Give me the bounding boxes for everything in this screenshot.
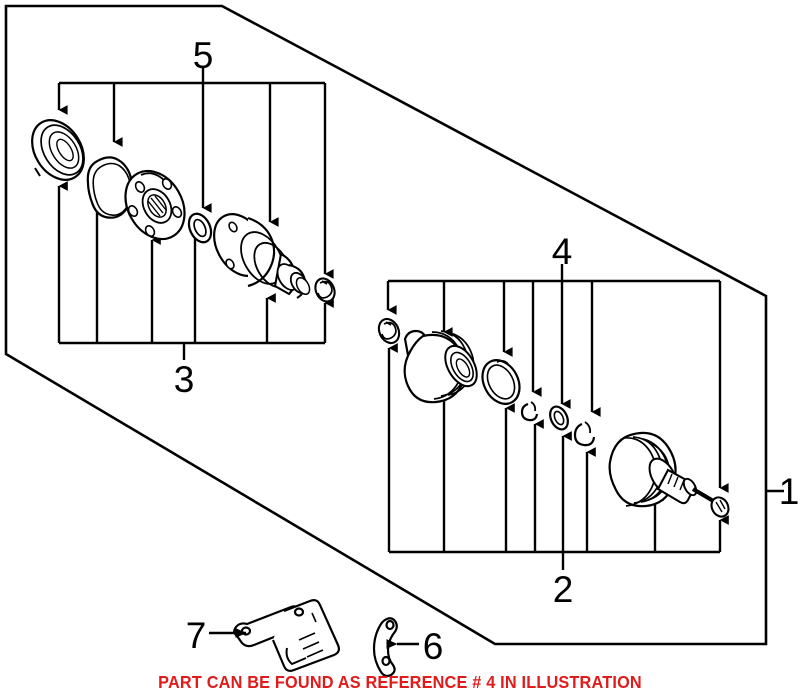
part-mounting-bracket xyxy=(233,599,340,672)
right-group-top-bracket xyxy=(386,264,729,493)
callout-label-5: 5 xyxy=(193,35,214,76)
left-group-bottom-bracket xyxy=(57,181,334,360)
callout-label-4: 4 xyxy=(552,231,573,272)
left-group-top-bracket xyxy=(57,66,334,279)
callout-label-1: 1 xyxy=(779,471,800,512)
callout-label-6: 6 xyxy=(423,626,444,667)
outer-frame xyxy=(4,4,768,646)
part-boot-clamp-large xyxy=(481,359,521,405)
part-snap-ring xyxy=(520,401,539,422)
callout-label-3: 3 xyxy=(174,359,195,400)
part-boot-clamp-small xyxy=(573,421,596,447)
part-flange-hub xyxy=(124,169,186,241)
part-retaining-bolt xyxy=(691,487,730,518)
part-o-ring xyxy=(187,212,213,244)
part-washer xyxy=(549,405,569,431)
right-group-bottom-bracket xyxy=(387,343,729,570)
part-cv-joint-outer xyxy=(608,431,698,508)
callout-label-7: 7 xyxy=(186,615,207,656)
part-circlip-right xyxy=(377,317,401,345)
part-dust-cap-seal xyxy=(31,119,85,181)
part-cv-joint-inner xyxy=(213,213,311,299)
part-cv-boot-inner xyxy=(403,329,478,404)
callout-label-2: 2 xyxy=(553,569,574,610)
part-circlip-left xyxy=(314,277,336,303)
part-link-plate xyxy=(372,617,398,678)
reference-note: PART CAN BE FOUND AS REFERENCE # 4 IN IL… xyxy=(158,672,642,692)
